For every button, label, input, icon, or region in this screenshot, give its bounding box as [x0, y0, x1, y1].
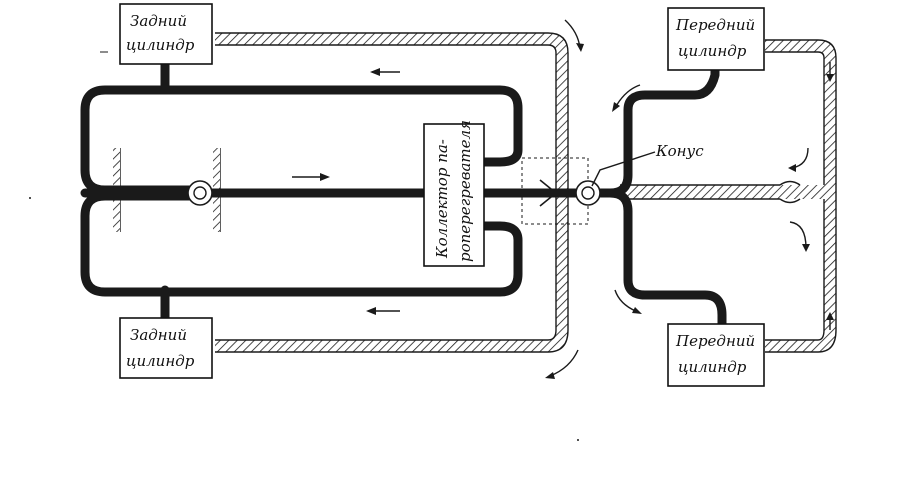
rear-cylinder-bottom-line2: цилиндр: [126, 352, 195, 370]
valve-left: [187, 180, 213, 206]
rear-cylinder-bottom: Задний цилиндр: [119, 317, 213, 379]
collector-box: Коллектор па- роперегревателя: [423, 120, 485, 267]
rear-cylinder-top-line2: цилиндр: [126, 36, 195, 54]
cone-leader-line: [591, 151, 656, 187]
flow-arrows: [292, 19, 834, 379]
rear-cylinder-bottom-line1: Задний: [130, 326, 187, 344]
collector-label-line1: Коллектор па-: [433, 139, 451, 259]
front-cylinder-top: Передний цилиндр: [667, 7, 765, 71]
collector-label-line2: роперегревателя: [456, 120, 474, 262]
cone-label: Конус: [655, 142, 704, 160]
print-speck: [29, 197, 31, 199]
print-speck: [577, 439, 579, 441]
front-cylinder-bottom-line1: Передний: [675, 332, 755, 350]
front-cylinder-bottom-line2: цилиндр: [678, 358, 747, 376]
front-cylinder-bottom: Передний цилиндр: [667, 323, 765, 387]
rear-cylinder-top: Задний цилиндр: [119, 3, 213, 65]
front-cylinder-top-line2: цилиндр: [678, 42, 747, 60]
steam-pipes: [80, 60, 727, 330]
rear-cylinder-top-line1: Задний: [130, 12, 187, 30]
front-cylinder-top-line1: Передний: [675, 16, 755, 34]
cone-valve: [539, 179, 601, 207]
